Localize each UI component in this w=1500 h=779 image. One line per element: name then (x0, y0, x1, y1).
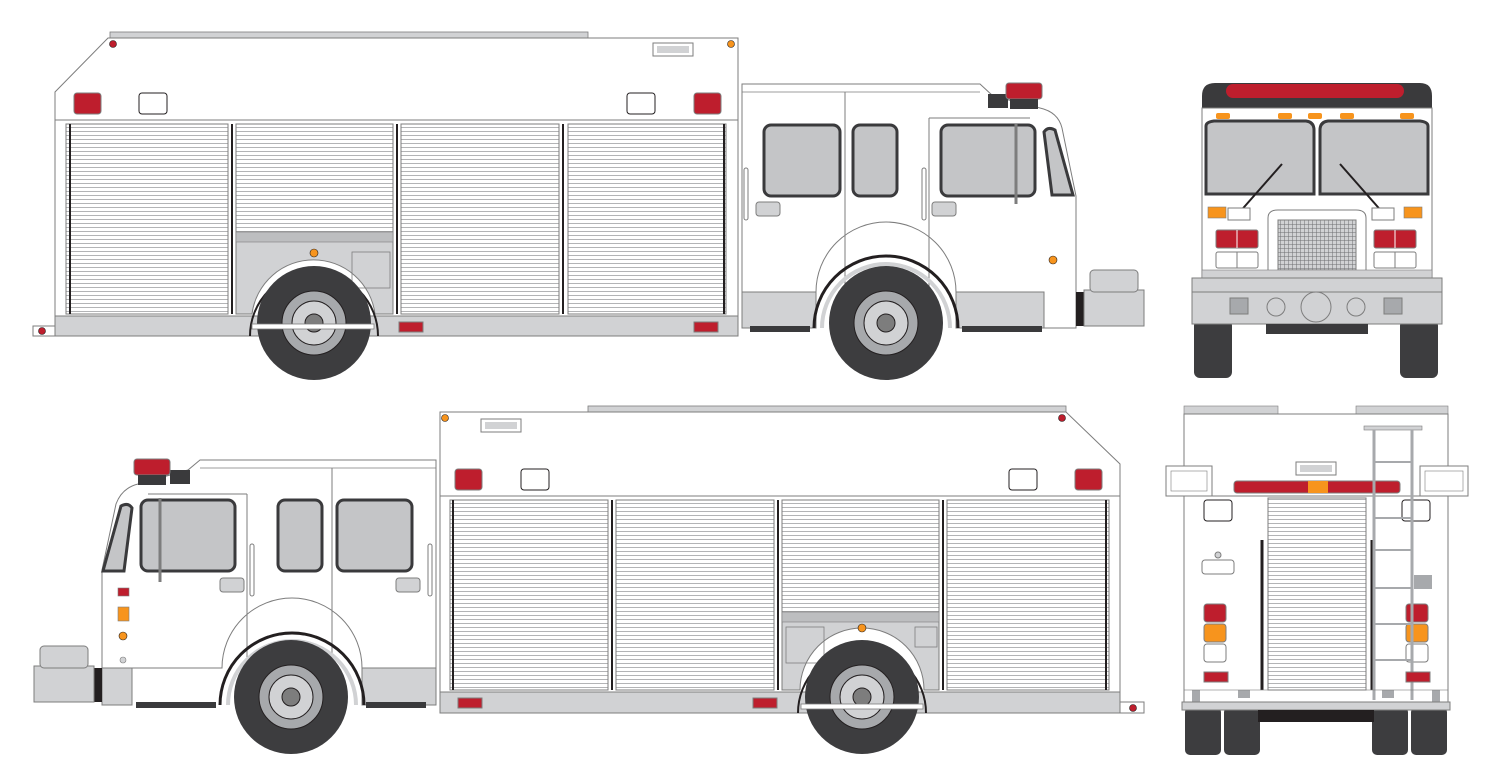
tire (1194, 320, 1232, 378)
tire (1400, 320, 1438, 378)
roof-rail (109, 31, 589, 39)
cab-window (939, 123, 1037, 198)
warning-light (454, 468, 483, 491)
door-handle (931, 201, 957, 217)
light-bar (133, 458, 171, 476)
marker-light-amber (727, 40, 735, 48)
windshield-right (1318, 119, 1430, 196)
grille (1277, 219, 1357, 271)
scene-light (138, 92, 168, 115)
tire (1372, 707, 1408, 755)
side-view-right (33, 405, 1145, 754)
front-bumper (33, 665, 95, 703)
reflector (693, 321, 719, 333)
side-view-left (32, 31, 1145, 380)
wiper (1237, 163, 1283, 215)
reflector (398, 321, 424, 333)
compartment-shutter (615, 499, 775, 691)
windshield-left (1204, 119, 1316, 196)
compartment-shutter (946, 499, 1110, 691)
scene-light (626, 92, 656, 115)
warning-light (693, 92, 722, 115)
wheel-front (234, 640, 348, 754)
warning-light (1074, 468, 1103, 491)
windshield (1042, 126, 1075, 197)
cab-window (762, 123, 842, 198)
cab-window (139, 498, 237, 573)
compartment-shutter (781, 499, 940, 613)
door-handle (755, 201, 781, 217)
marker-light-red (109, 40, 117, 48)
windshield (101, 502, 134, 573)
tire (1224, 707, 1260, 755)
light-bar (1005, 82, 1043, 100)
lower-skirt (54, 315, 739, 337)
wheel-rear (805, 640, 919, 754)
cab-window (276, 498, 324, 573)
compartment-shutter (449, 499, 609, 691)
wheel-rear (257, 266, 371, 380)
cab-window (335, 498, 414, 573)
marker-light-amber (309, 248, 319, 258)
compartment-shutter (65, 123, 229, 315)
bumper (1191, 277, 1443, 293)
wheel-front (829, 266, 943, 380)
front-bumper (1083, 289, 1145, 327)
tire (1185, 707, 1221, 755)
tire (1411, 707, 1447, 755)
cab-window (851, 123, 899, 198)
wiper (1339, 163, 1385, 215)
compartment-shutter (400, 123, 560, 315)
compartment-shutter (235, 123, 394, 233)
rear-bumper (1181, 701, 1451, 711)
rear-shutter (1267, 497, 1367, 691)
warning-light (73, 92, 102, 115)
compartment-shutter (567, 123, 727, 315)
wheel-well-panel (235, 231, 394, 315)
rear-view (1165, 405, 1469, 755)
rear-ladder (1363, 425, 1423, 700)
light-bar (1226, 84, 1404, 98)
marker-light-red (38, 327, 46, 335)
front-view (1191, 83, 1443, 378)
